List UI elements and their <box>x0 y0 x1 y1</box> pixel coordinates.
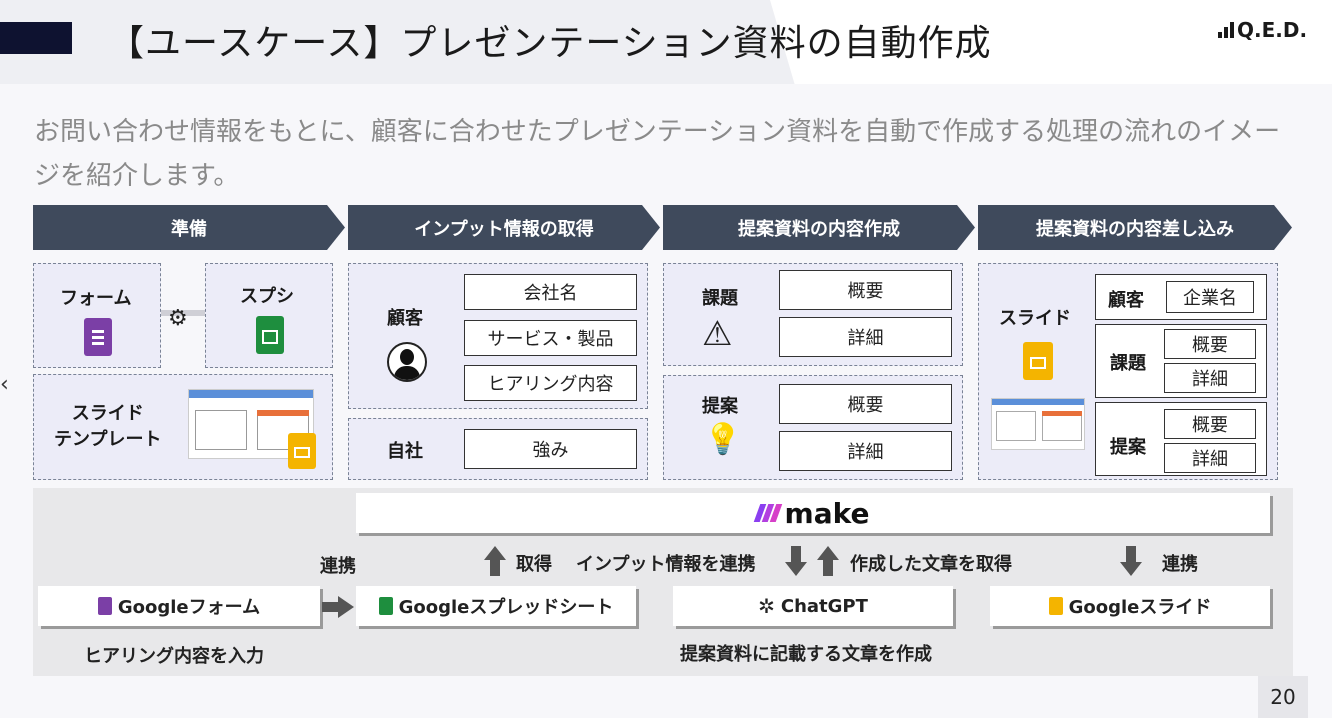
insert-customer-label: 顧客 <box>1108 290 1144 311</box>
chevron-left-icon[interactable]: ‹ <box>0 372 9 397</box>
field-insert-issue-detail: 詳細 <box>1164 363 1256 393</box>
field-issue-detail: 詳細 <box>779 317 952 357</box>
chatgpt-box: ✲ ChatGPT <box>673 586 953 626</box>
field-insert-proposal-summary: 概要 <box>1164 409 1256 439</box>
insert-box: スライド 顧客 企業名 課題 概要 詳細 提案 概要 詳細 <box>978 263 1278 480</box>
google-forms-icon <box>84 318 112 356</box>
google-sheet-box: Googleスプレッドシート <box>356 586 636 626</box>
content-proposal-box: 提案 💡 概要 詳細 <box>663 375 963 480</box>
up-arrow-get <box>484 546 506 580</box>
phase-input: インプット情報の取得 <box>348 205 660 250</box>
get-text-label: 作成した文章を取得 <box>850 554 1012 575</box>
gpt-note: 提案資料に記載する文章を作成 <box>680 644 932 665</box>
google-sheet-label: Googleスプレッドシート <box>398 597 614 618</box>
bar-chart-icon <box>1218 22 1234 38</box>
input-customer-label: 顧客 <box>387 308 423 329</box>
chatgpt-icon: ✲ <box>758 594 775 618</box>
lightbulb-icon: 💡 <box>704 422 742 457</box>
person-icon <box>387 342 427 382</box>
page-number: 20 <box>1258 676 1308 718</box>
slide-title: 【ユースケース】プレゼンテーション資料の自動作成 <box>108 23 992 64</box>
insert-issue-label: 課題 <box>1110 353 1146 374</box>
google-sheets-icon <box>256 316 284 354</box>
insert-proposal-label: 提案 <box>1110 437 1146 458</box>
field-insert-issue-summary: 概要 <box>1164 329 1256 359</box>
title-accent-bar <box>0 22 72 54</box>
prep-template-box: スライド テンプレート <box>33 374 333 480</box>
google-forms-icon <box>97 597 112 615</box>
input-own-box: 自社 強み <box>348 418 648 480</box>
make-logo-icon <box>753 504 782 522</box>
qed-logo: Q.E.D. <box>1218 18 1307 42</box>
prep-sheet-label: スプシ <box>240 286 294 307</box>
google-slide-label: Googleスライド <box>1068 597 1212 618</box>
down-arrow-slide <box>1120 546 1142 580</box>
prep-template-label: スライド テンプレート <box>54 403 162 450</box>
phase-insert: 提案資料の内容差し込み <box>978 205 1292 250</box>
gears-icon: ⚙ <box>168 306 188 331</box>
phase-prep: 準備 <box>33 205 345 250</box>
make-bar: make <box>356 493 1270 533</box>
right-arrow-icon <box>322 596 354 618</box>
prep-sheet-box: スプシ <box>205 263 333 368</box>
google-slide-box: Googleスライド <box>990 586 1270 626</box>
field-insert-proposal-detail: 詳細 <box>1164 443 1256 473</box>
prep-form-box: フォーム <box>33 263 161 368</box>
content-issue-box: 課題 ⚠ 概要 詳細 <box>663 263 963 366</box>
content-issue-label: 課題 <box>702 288 738 309</box>
google-form-label: Googleフォーム <box>117 597 261 618</box>
field-company: 企業名 <box>1166 281 1254 313</box>
field-service-product: サービス・製品 <box>464 320 637 356</box>
input-customer-box: 顧客 会社名 サービス・製品 ヒアリング内容 <box>348 263 648 409</box>
make-label: make <box>784 496 870 530</box>
field-company-name: 会社名 <box>464 274 637 310</box>
input-own-label: 自社 <box>387 441 423 462</box>
slide-subtitle: お問い合わせ情報をもとに、顧客に合わせたプレゼンテーション資料を自動で作成する処… <box>34 117 1281 191</box>
prep-form-label: フォーム <box>60 288 132 309</box>
insert-proposal-box: 提案 概要 詳細 <box>1095 402 1267 476</box>
insert-customer-box: 顧客 企業名 <box>1095 274 1267 320</box>
google-slides-icon <box>1023 342 1053 380</box>
field-hearing: ヒアリング内容 <box>464 365 637 401</box>
link-label-2: 連携 <box>1162 554 1198 575</box>
chatgpt-label: ChatGPT <box>780 595 868 617</box>
content-proposal-label: 提案 <box>702 396 738 417</box>
warning-icon: ⚠ <box>702 314 733 354</box>
down-arrow-gpt <box>785 546 807 580</box>
google-sheets-icon <box>378 597 393 615</box>
google-form-box: Googleフォーム <box>38 586 320 626</box>
logo-text: Q.E.D. <box>1237 18 1308 42</box>
field-proposal-summary: 概要 <box>779 384 952 424</box>
form-note: ヒアリング内容を入力 <box>84 646 264 667</box>
field-proposal-detail: 詳細 <box>779 431 952 471</box>
google-slides-icon <box>1048 597 1063 615</box>
phase-content: 提案資料の内容作成 <box>663 205 975 250</box>
connector-line <box>161 310 205 316</box>
input-link-label: インプット情報を連携 <box>576 554 756 575</box>
slide-thumbnail <box>991 398 1085 450</box>
google-slides-icon <box>288 433 316 469</box>
field-issue-summary: 概要 <box>779 270 952 310</box>
get-label: 取得 <box>516 554 552 575</box>
field-strength: 強み <box>464 429 637 469</box>
insert-issue-box: 課題 概要 詳細 <box>1095 324 1267 398</box>
up-arrow-gpt <box>817 546 839 580</box>
link-label-1: 連携 <box>320 556 356 577</box>
insert-slide-label: スライド <box>999 308 1071 329</box>
